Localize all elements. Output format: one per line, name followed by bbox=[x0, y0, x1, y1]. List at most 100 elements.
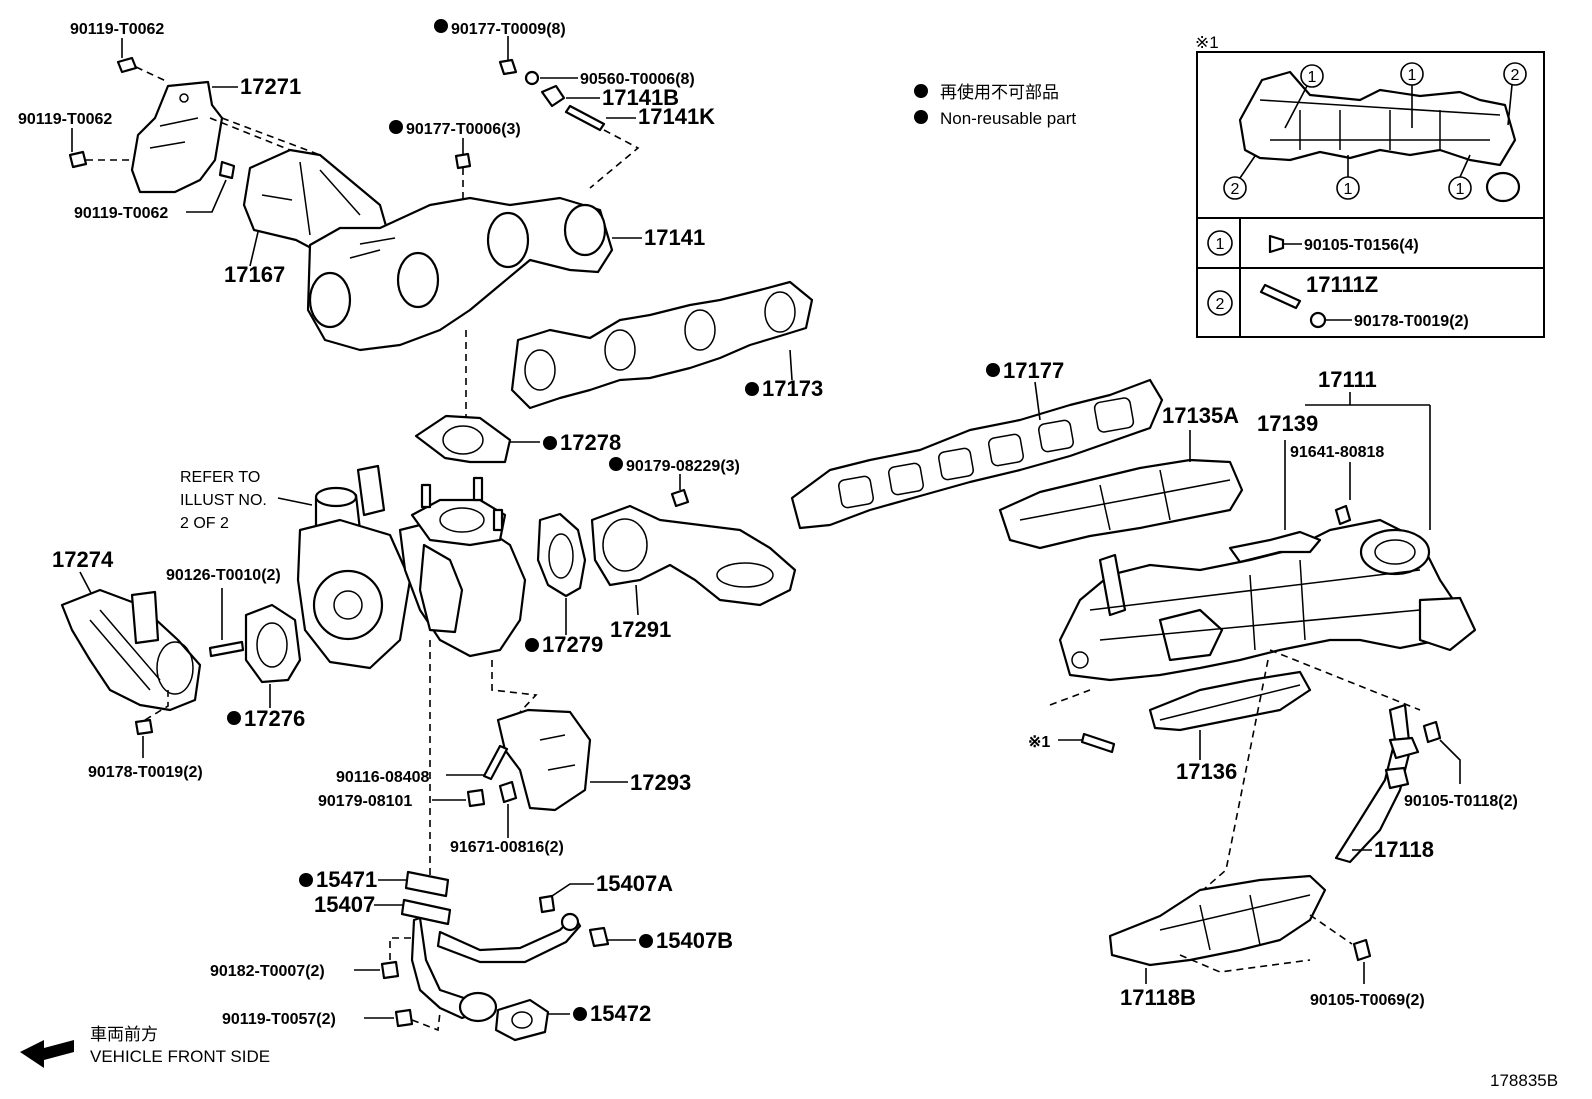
nut-icon bbox=[380, 960, 400, 980]
label-90177-T0009: 90177-T0009(8) bbox=[451, 21, 566, 38]
washer-icon bbox=[524, 70, 540, 86]
label-90119-T0062-top: 90119-T0062 bbox=[70, 21, 164, 38]
label-15471: 15471 bbox=[316, 867, 377, 892]
nut-icon bbox=[1309, 311, 1327, 329]
bolt-icon bbox=[116, 56, 138, 74]
legend-ja: 再使用不可部品 bbox=[940, 82, 1059, 102]
label-17136: 17136 bbox=[1176, 759, 1237, 784]
nut-icon bbox=[498, 58, 518, 76]
nut-icon bbox=[466, 788, 486, 808]
label-17278: 17278 bbox=[560, 430, 621, 455]
nonreusable-dot-icon bbox=[389, 120, 403, 134]
label-90178-T0019: 90178-T0019(2) bbox=[88, 764, 203, 781]
bolt-icon bbox=[1334, 504, 1352, 526]
intake-manifold-17111 bbox=[1058, 518, 1477, 682]
nut-icon bbox=[134, 718, 154, 736]
label-90179-08229: 90179-08229(3) bbox=[626, 458, 740, 475]
nonreusable-dot-icon bbox=[434, 19, 448, 33]
label-90177-T0006: 90177-T0006(3) bbox=[406, 121, 521, 138]
nonreusable-dot-icon bbox=[986, 363, 1000, 377]
bolt-icon bbox=[1422, 720, 1442, 744]
bolt-icon bbox=[1268, 234, 1285, 254]
flange-15407 bbox=[400, 898, 452, 926]
nonreusable-dot-icon bbox=[573, 1007, 587, 1021]
inset-row1-part: 90105-T0156(4) bbox=[1304, 237, 1419, 254]
label-91671-00816: 91671-00816(2) bbox=[450, 839, 564, 856]
label-91641-80818: 91641-80818 bbox=[1290, 444, 1384, 461]
stud-icon bbox=[564, 104, 606, 132]
label-17141B: 17141B bbox=[602, 85, 679, 110]
plug-icon bbox=[588, 926, 610, 948]
label-90179-08101: 90179-08101 bbox=[318, 793, 412, 810]
bracket-17118B bbox=[1108, 874, 1327, 967]
bolt-icon bbox=[394, 1008, 414, 1028]
inset-row2-part-b: 90178-T0019(2) bbox=[1354, 313, 1469, 330]
nonreusable-dot-icon bbox=[543, 436, 557, 450]
turbocharger bbox=[296, 464, 527, 670]
gasket-17276 bbox=[244, 603, 302, 684]
label-17141K: 17141K bbox=[638, 104, 715, 129]
label-15472: 15472 bbox=[590, 1001, 651, 1026]
label-17173: 17173 bbox=[762, 376, 823, 401]
stud-icon bbox=[482, 744, 509, 781]
inset-box: ※1 1 1 2 2 1 1 1 90105-T0156(4) 2 17111Z bbox=[1195, 33, 1545, 338]
label-17291: 17291 bbox=[610, 617, 671, 642]
figure-code: 178835B bbox=[1490, 1071, 1558, 1090]
gasket-15471 bbox=[404, 870, 450, 898]
bracket-17293 bbox=[496, 708, 592, 812]
refer-line-2: ILLUST NO. bbox=[180, 492, 267, 509]
label-17274: 17274 bbox=[52, 547, 114, 572]
collar-icon bbox=[540, 84, 566, 108]
stud-icon bbox=[1080, 732, 1116, 754]
label-90182-T0007: 90182-T0007(2) bbox=[210, 963, 325, 980]
inset-title: ※1 bbox=[1195, 33, 1219, 52]
nonreusable-dot-icon bbox=[609, 457, 623, 471]
label-90105-T0118: 90105-T0118(2) bbox=[1404, 793, 1518, 810]
elbow-17274 bbox=[60, 588, 202, 712]
label-17167: 17167 bbox=[224, 262, 285, 287]
label-17279: 17279 bbox=[542, 632, 603, 657]
inset-manifold bbox=[1238, 70, 1517, 167]
nonreusable-dot-icon bbox=[525, 638, 539, 652]
label-17271: 17271 bbox=[240, 74, 301, 99]
label-90560-T0006: 90560-T0006(8) bbox=[580, 71, 695, 88]
nut-icon bbox=[670, 488, 690, 508]
label-17177: 17177 bbox=[1003, 358, 1064, 383]
nonreusable-dot-icon bbox=[745, 382, 759, 396]
arrow-left-icon bbox=[20, 1040, 74, 1068]
bracket-17139 bbox=[1228, 530, 1322, 564]
label-17139: 17139 bbox=[1257, 411, 1318, 436]
front-en: VEHICLE FRONT SIDE bbox=[90, 1047, 270, 1066]
gasket-17177 bbox=[790, 378, 1164, 530]
nonreusable-dot-icon bbox=[227, 711, 241, 725]
nonreusable-dot-icon bbox=[299, 873, 313, 887]
nut-icon bbox=[454, 152, 472, 170]
inset-row2-part-a: 17111Z bbox=[1306, 272, 1378, 297]
pipe-17291 bbox=[590, 504, 797, 607]
label-ref-1: ※1 bbox=[1028, 734, 1050, 751]
refer-line-1: REFER TO bbox=[180, 469, 260, 486]
inset-callout: 1 bbox=[1344, 181, 1353, 198]
insulator-17135A bbox=[998, 458, 1244, 550]
insulator-17136 bbox=[1148, 670, 1312, 732]
inset-row1-badge: 1 bbox=[1216, 236, 1225, 253]
legend-dot-icon bbox=[914, 110, 928, 124]
gasket-17278 bbox=[414, 414, 512, 464]
heat-shield-17271 bbox=[130, 80, 224, 194]
label-17141: 17141 bbox=[644, 225, 705, 250]
inset-callout: 1 bbox=[1308, 69, 1317, 86]
label-15407A: 15407A bbox=[596, 871, 673, 896]
inset-callout: 1 bbox=[1456, 181, 1465, 198]
label-17293: 17293 bbox=[630, 770, 691, 795]
front-ja: 車両前方 bbox=[90, 1025, 158, 1044]
label-90119-T0062-left: 90119-T0062 bbox=[18, 111, 112, 128]
stud-icon bbox=[208, 640, 245, 658]
inset-port bbox=[1485, 171, 1521, 203]
label-90119-T0062-lower: 90119-T0062 bbox=[74, 205, 168, 222]
label-17118: 17118 bbox=[1374, 837, 1434, 862]
label-17135A: 17135A bbox=[1162, 403, 1239, 428]
inset-callout: 1 bbox=[1408, 67, 1417, 84]
inset-row2-badge: 2 bbox=[1216, 296, 1225, 313]
label-17276: 17276 bbox=[244, 706, 305, 731]
